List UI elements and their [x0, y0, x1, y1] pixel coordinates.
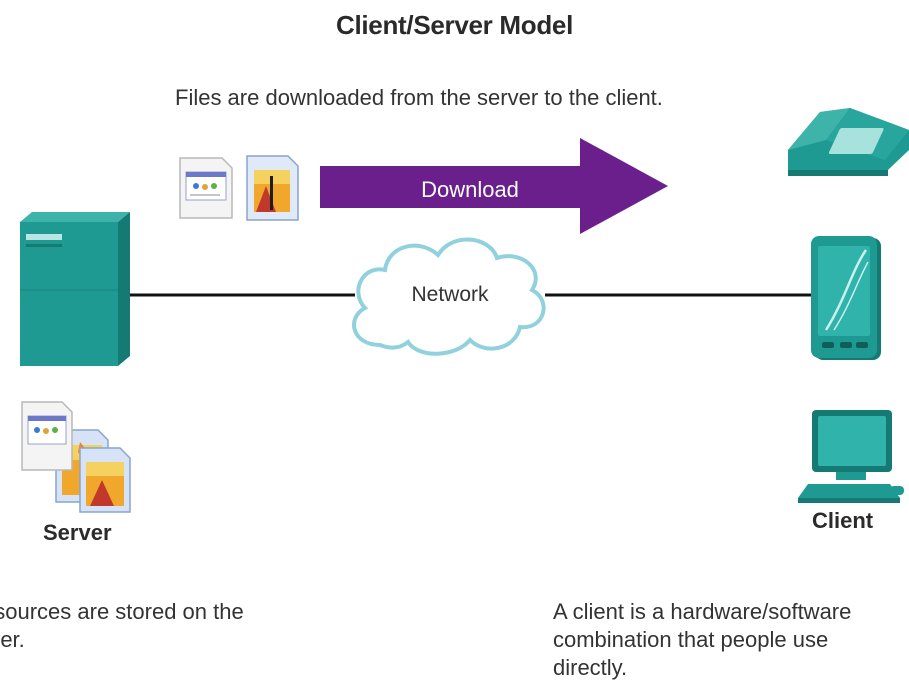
diagram-title: Client/Server Model	[335, 10, 574, 40]
network-label: Network	[411, 283, 489, 306]
download-label: Download	[421, 177, 519, 202]
server-description: esources are stored on the rver.	[0, 599, 244, 652]
client-description: A client is a hardware/software combinat…	[553, 599, 852, 680]
diagram-subtitle: Files are downloaded from the server to …	[175, 85, 663, 110]
server-icon	[20, 212, 130, 366]
network-cloud	[352, 237, 546, 356]
file-stack-icon	[21, 401, 131, 513]
client-label: Client	[812, 508, 874, 533]
computer-icon	[798, 410, 904, 503]
file-icon	[179, 157, 233, 219]
download-arrow	[320, 138, 668, 234]
image-file-icon	[246, 155, 299, 221]
tablet-icon	[811, 236, 881, 360]
server-label: Server	[43, 520, 112, 545]
phone-icon	[788, 108, 909, 176]
